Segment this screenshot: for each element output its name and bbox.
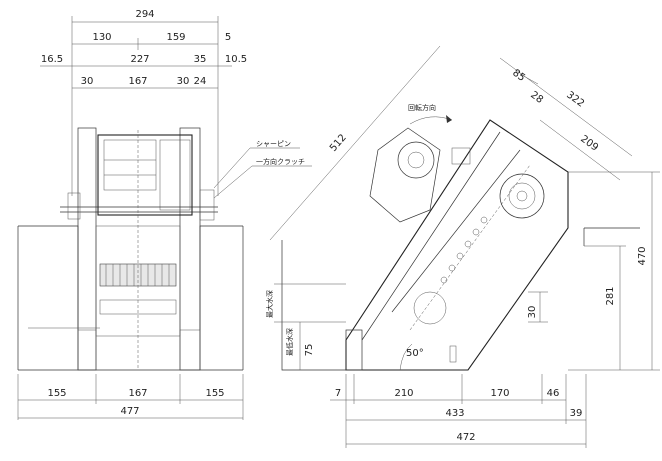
dim-433: 433 bbox=[445, 408, 464, 419]
front-bottom-dimensions: 155 167 155 477 bbox=[17, 374, 244, 420]
dim-10.5: 10.5 bbox=[225, 54, 247, 65]
callout-one-way-clutch: 一方向クラッチ bbox=[256, 157, 305, 166]
dim-30-side: 30 bbox=[527, 306, 538, 319]
label-max-depth: 最大水深 bbox=[265, 290, 274, 318]
dim-35: 35 bbox=[194, 54, 207, 65]
dim-155-left: 155 bbox=[47, 388, 66, 399]
dim-210: 210 bbox=[394, 388, 413, 399]
side-vertical-dimensions: 470 281 30 bbox=[527, 171, 660, 371]
chain-links bbox=[440, 216, 488, 284]
label-rotation-direction: 回転方向 bbox=[408, 103, 436, 112]
front-callouts: シャーピン 一方向クラッチ bbox=[213, 140, 312, 199]
dim-39: 39 bbox=[570, 408, 583, 419]
dim-477: 477 bbox=[120, 406, 139, 417]
dim-30-left: 30 bbox=[81, 76, 94, 87]
front-view: 294 130 159 5 16.5 227 35 10.5 30 167 30… bbox=[17, 9, 312, 420]
dim-209: 209 bbox=[578, 134, 600, 154]
side-bottom-dimensions: 7 210 170 46 433 39 472 bbox=[330, 374, 587, 448]
dim-30-right: 30 bbox=[177, 76, 190, 87]
side-diagonal-dimensions: 512 85 28 322 209 50° bbox=[269, 45, 633, 371]
dim-130: 130 bbox=[92, 32, 111, 43]
dim-159: 159 bbox=[166, 32, 185, 43]
dim-322: 322 bbox=[564, 90, 586, 110]
drive-wheel bbox=[499, 173, 545, 219]
dim-227: 227 bbox=[130, 54, 149, 65]
rotation-direction: 回転方向 bbox=[408, 103, 453, 125]
dim-512: 512 bbox=[328, 132, 349, 154]
dim-472: 472 bbox=[456, 432, 475, 443]
callout-shear-pin: シャーピン bbox=[256, 140, 291, 148]
front-top-dimensions: 294 130 159 5 16.5 227 35 10.5 30 167 30… bbox=[40, 9, 247, 196]
dim-155-right: 155 bbox=[205, 388, 224, 399]
motor-assembly bbox=[369, 127, 471, 223]
dim-24: 24 bbox=[194, 76, 207, 87]
dim-7: 7 bbox=[335, 388, 341, 399]
dim-294: 294 bbox=[135, 9, 154, 20]
water-depth-markers: 最大水深 最低水深 75 bbox=[265, 283, 346, 370]
dim-470: 470 bbox=[637, 246, 648, 265]
dim-281: 281 bbox=[605, 286, 616, 305]
side-view: 回転方向 最大水深 最低水深 75 512 85 28 322 209 50° bbox=[265, 45, 660, 448]
dim-28: 28 bbox=[528, 90, 545, 106]
dim-75: 75 bbox=[304, 344, 315, 357]
dim-167-bottom: 167 bbox=[128, 388, 147, 399]
dim-16.5: 16.5 bbox=[41, 54, 63, 65]
dim-46: 46 bbox=[547, 388, 560, 399]
dim-5: 5 bbox=[225, 32, 231, 43]
dim-170: 170 bbox=[490, 388, 509, 399]
dim-85: 85 bbox=[510, 68, 527, 84]
label-min-depth: 最低水深 bbox=[285, 328, 294, 356]
dim-167-top: 167 bbox=[128, 76, 147, 87]
dim-50-degree: 50° bbox=[406, 348, 424, 359]
